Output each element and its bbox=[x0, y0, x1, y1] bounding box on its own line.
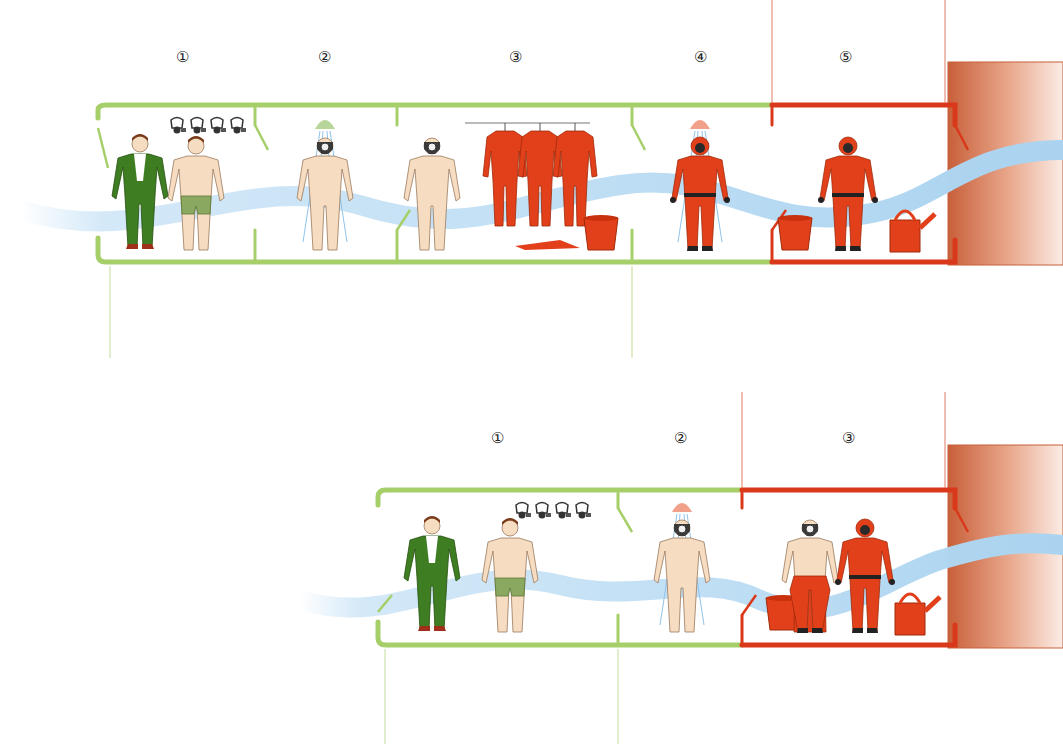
callout-number: ③ bbox=[842, 431, 855, 446]
callout-number: ② bbox=[318, 50, 331, 65]
callout-number: ③ bbox=[509, 50, 522, 65]
callout-number: ④ bbox=[694, 50, 707, 65]
callout-number: ① bbox=[176, 50, 189, 65]
callout-number: ⑤ bbox=[839, 50, 852, 65]
callout-number: ① bbox=[491, 431, 504, 446]
callout-number: ② bbox=[674, 431, 687, 446]
